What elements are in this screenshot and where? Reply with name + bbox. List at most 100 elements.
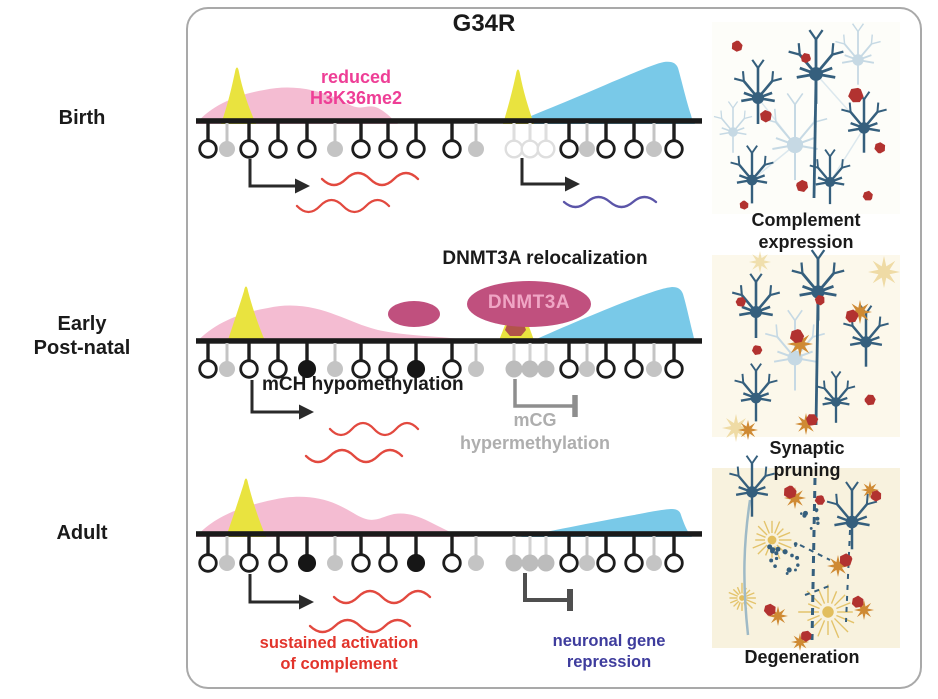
transcript-wave xyxy=(562,195,658,209)
degenerating-halo xyxy=(752,520,792,560)
complement-deposit xyxy=(735,297,747,307)
transcript-wave xyxy=(332,589,432,605)
mch-hypomethylation-label: mCH hypomethylation xyxy=(262,374,464,395)
cpg-site-open xyxy=(198,553,218,573)
neuron xyxy=(733,59,783,124)
neuron xyxy=(713,101,753,153)
stage-label-adult: Adult xyxy=(56,522,108,544)
neuronal-repression-label: neuronal gene repression xyxy=(552,632,666,672)
stage-label-birth: Birth xyxy=(58,107,106,129)
pink-h3k36me2-domain xyxy=(196,496,460,537)
cpg-site-open xyxy=(664,553,684,573)
complement-deposit xyxy=(801,630,812,642)
cpg-site-open xyxy=(624,359,644,379)
complement-deposit xyxy=(874,142,886,154)
complement-deposit xyxy=(731,40,743,52)
chromatin-line xyxy=(196,338,702,344)
dnmt3a-ellipse xyxy=(467,281,591,327)
complement-deposit xyxy=(763,603,776,616)
complement-deposit xyxy=(783,485,797,499)
cpg-site-open xyxy=(624,553,644,573)
figure-title: G34R xyxy=(452,10,516,37)
cpg-site-black xyxy=(406,553,426,573)
degenerating-halo xyxy=(798,584,855,639)
chromatin-line xyxy=(196,118,702,124)
dnmt3a-small-blob xyxy=(388,301,440,327)
cpg-site-open xyxy=(596,359,616,379)
cpg-site-gray xyxy=(468,361,484,377)
chromatin-line xyxy=(196,531,702,537)
neuron xyxy=(809,149,851,205)
dnmt3a-enzyme-label: DNMT3A xyxy=(487,292,571,313)
degeneration-illustration xyxy=(712,455,900,651)
transcript-wave xyxy=(320,171,420,187)
cpg-site-gray xyxy=(579,555,595,571)
cpg-site-open xyxy=(378,139,398,159)
cpg-site-black xyxy=(297,359,317,379)
complement-deposit xyxy=(845,309,859,323)
dnmt3a-relocalization-label: DNMT3A relocalization xyxy=(442,248,648,269)
arrowhead xyxy=(295,178,310,194)
arrowhead xyxy=(565,176,580,192)
complement-deposit xyxy=(870,490,882,502)
complement-deposit xyxy=(739,200,749,210)
cpg-site-gray xyxy=(327,141,343,157)
cpg-site-light xyxy=(536,139,556,159)
cpg-site-black xyxy=(297,553,317,573)
microglia-star xyxy=(868,256,900,288)
debris-dots xyxy=(800,508,820,530)
cpg-site-open xyxy=(351,139,371,159)
transcription-arrow xyxy=(250,380,300,414)
cpg-site-open xyxy=(664,359,684,379)
row-birth-diagram xyxy=(196,61,702,214)
cpg-site-open xyxy=(406,139,426,159)
pink-h3k36me2-domain xyxy=(196,305,474,343)
cpg-site-gray xyxy=(327,361,343,377)
cpg-site-gray xyxy=(219,361,235,377)
transcript-wave xyxy=(295,198,391,214)
cpg-site-open xyxy=(559,359,579,379)
cpg-site-gray xyxy=(579,361,595,377)
cpg-site-open xyxy=(198,359,218,379)
cpg-site-gray xyxy=(219,555,235,571)
arrowhead xyxy=(299,404,314,420)
cpg-site-open xyxy=(596,139,616,159)
cpg-site-gray xyxy=(646,361,662,377)
neuron xyxy=(765,309,825,391)
complement-deposit xyxy=(839,553,853,567)
cpg-site-open xyxy=(378,553,398,573)
complement-deposit xyxy=(814,495,826,505)
cpg-site-open xyxy=(239,359,259,379)
cpg-site-open xyxy=(559,553,579,573)
blue-domain xyxy=(512,61,695,124)
cpg-site-gray xyxy=(327,555,343,571)
complement-deposit xyxy=(751,345,763,355)
cpg-site-gray xyxy=(579,141,595,157)
neuron xyxy=(729,455,775,517)
cpg-site-gray xyxy=(219,141,235,157)
transcript-wave xyxy=(304,448,404,464)
row-adult-diagram xyxy=(196,478,702,634)
neuron xyxy=(730,145,774,204)
cpg-site-open xyxy=(268,553,288,573)
yellow-peak xyxy=(221,67,256,124)
cpg-site-open xyxy=(351,359,371,379)
complement-deposit xyxy=(848,87,864,103)
cpg-site-open xyxy=(442,553,462,573)
neuron xyxy=(734,363,778,422)
neuron xyxy=(788,29,844,104)
cpg-site-open xyxy=(268,359,288,379)
yellow-peak xyxy=(503,69,534,124)
complement-deposit xyxy=(789,329,805,344)
cpg-site-gray xyxy=(646,141,662,157)
complement-deposit xyxy=(851,595,864,608)
cpg-site-mcg xyxy=(505,360,523,378)
cpg-site-open xyxy=(624,139,644,159)
cpg-site-light xyxy=(504,139,524,159)
cpg-site-open xyxy=(239,139,259,159)
transcript-wave xyxy=(328,421,420,437)
mcg-hypermethylation-label: mCG hypermethylation xyxy=(459,410,611,454)
stage-label-early-postnatal: Early Post-natal xyxy=(33,313,131,360)
cpg-site-black xyxy=(406,359,426,379)
neuron xyxy=(731,273,781,338)
